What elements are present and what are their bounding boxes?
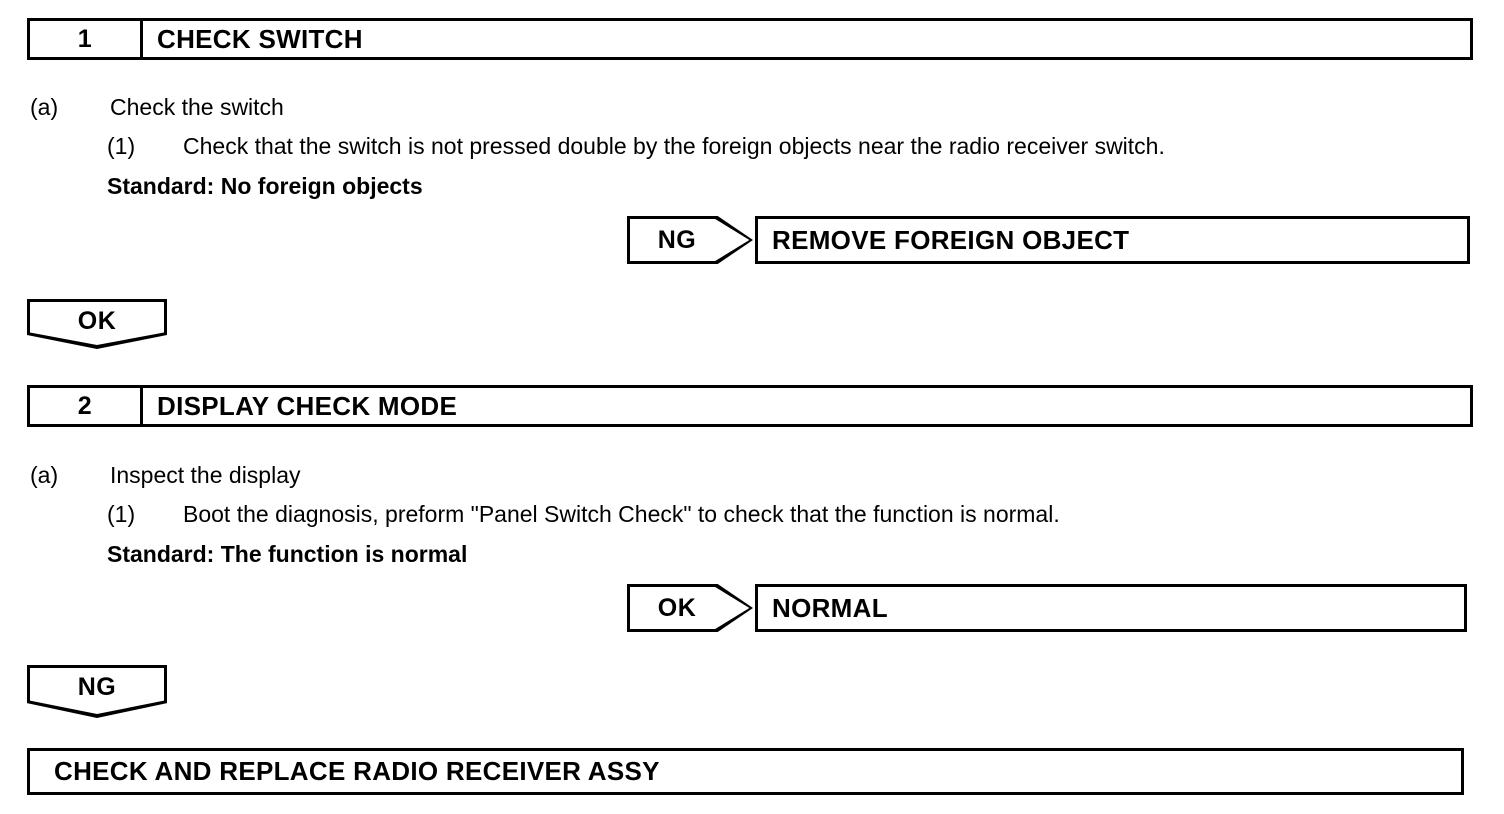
step1-branch-result-box: REMOVE FOREIGN OBJECT bbox=[755, 216, 1470, 264]
step2-branch-tag-label: OK bbox=[657, 593, 697, 622]
step2-sub-marker: (1) bbox=[107, 501, 136, 527]
step-number-2: 2 bbox=[30, 388, 143, 424]
step-header-2: 2 DISPLAY CHECK MODE bbox=[27, 385, 1473, 427]
step1-branch-result-label: REMOVE FOREIGN OBJECT bbox=[772, 224, 1130, 255]
step2-branch-tag-ok: OK bbox=[627, 584, 753, 632]
step1-continue-banner-label: OK bbox=[77, 307, 117, 335]
step2-item-text: Inspect the display bbox=[110, 462, 301, 488]
step2-branch-result-box: NORMAL bbox=[755, 584, 1467, 632]
final-action-box: CHECK AND REPLACE RADIO RECEIVER ASSY bbox=[27, 748, 1464, 795]
step2-standard: Standard: The function is normal bbox=[107, 541, 468, 567]
step-header-1: 1 CHECK SWITCH bbox=[27, 18, 1473, 60]
step2-continue-banner-ng: NG bbox=[27, 665, 167, 718]
step1-branch-tag-ng: NG bbox=[627, 216, 753, 264]
step-number-1: 1 bbox=[30, 21, 143, 57]
step1-item-marker: (a) bbox=[30, 94, 59, 120]
step2-branch-result-label: NORMAL bbox=[772, 592, 888, 623]
step1-item-text: Check the switch bbox=[110, 94, 284, 120]
step-title-2: DISPLAY CHECK MODE bbox=[157, 390, 458, 421]
step1-sub-marker: (1) bbox=[107, 133, 136, 159]
final-action-label: CHECK AND REPLACE RADIO RECEIVER ASSY bbox=[54, 756, 660, 786]
step2-continue-banner-label: NG bbox=[77, 673, 117, 701]
step1-continue-banner-ok: OK bbox=[27, 299, 167, 349]
step1-standard: Standard: No foreign objects bbox=[107, 173, 423, 199]
step2-sub-text: Boot the diagnosis, preform "Panel Switc… bbox=[183, 501, 1060, 527]
step2-item-marker: (a) bbox=[30, 462, 59, 488]
step1-branch-tag-label: NG bbox=[657, 225, 697, 254]
step1-sub-text: Check that the switch is not pressed dou… bbox=[183, 133, 1165, 159]
step-title-1: CHECK SWITCH bbox=[157, 23, 363, 54]
